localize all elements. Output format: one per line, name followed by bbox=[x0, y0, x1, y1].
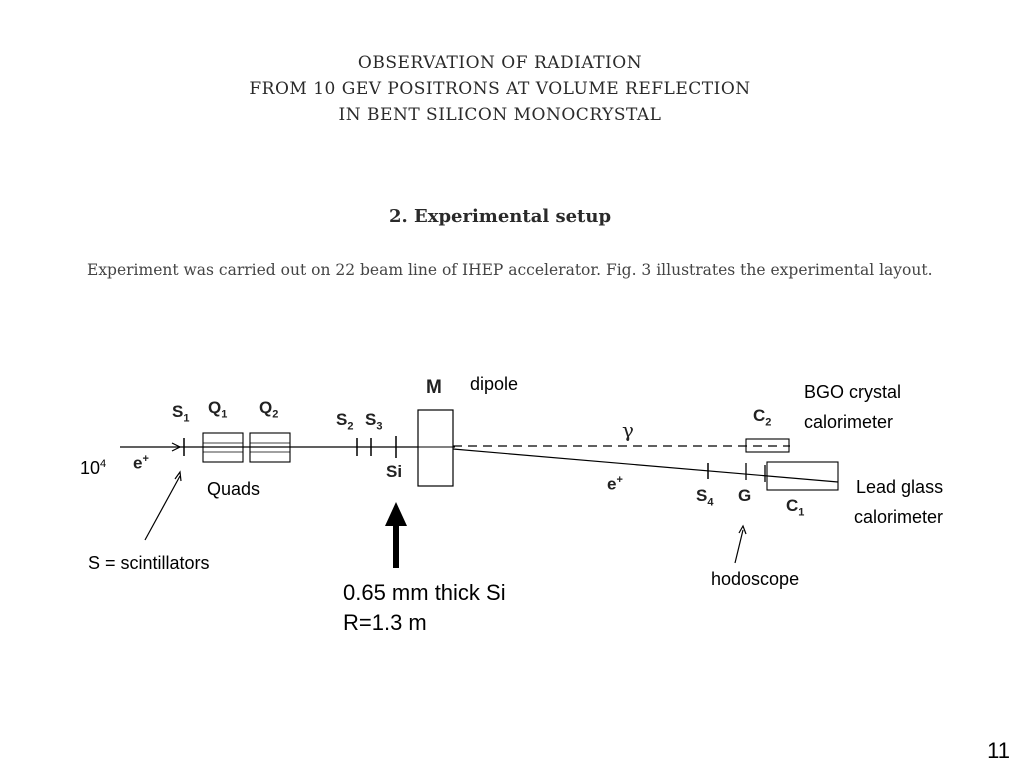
symbol-s1: S1 bbox=[172, 402, 190, 425]
section-heading: 2. Experimental setup bbox=[388, 206, 612, 227]
page-number: 11 bbox=[987, 738, 1010, 763]
symbol-c1: C1 bbox=[786, 496, 805, 519]
symbol-s3: S3 bbox=[365, 410, 383, 433]
hodoscope-pointer bbox=[734, 529, 744, 564]
slide-title: OBSERVATION OF RADIATION FROM 10 GEV POS… bbox=[0, 50, 1000, 128]
symbol-q2: Q2 bbox=[259, 398, 279, 421]
label-bgo-line-1: BGO crystal bbox=[804, 382, 902, 402]
label-hodoscope: hodoscope bbox=[711, 569, 800, 589]
label-lead-glass-line-2: calorimeter bbox=[854, 507, 944, 527]
symbol-m: M bbox=[426, 377, 442, 398]
symbol-c2: C2 bbox=[753, 406, 772, 429]
scintillator-pointer-head bbox=[174, 470, 182, 482]
symbol-si: Si bbox=[386, 462, 403, 481]
title-line-2: FROM 10 GEV POSITRONS AT VOLUME REFLECTI… bbox=[249, 79, 751, 99]
title-line-1: OBSERVATION OF RADIATION bbox=[357, 53, 643, 73]
title-line-3: IN BENT SILICON MONOCRYSTAL bbox=[338, 105, 662, 125]
quad-q2 bbox=[249, 432, 291, 463]
deflected-positron-line bbox=[452, 448, 839, 483]
scintillator-pointer bbox=[144, 475, 181, 541]
label-bgo-line-2: calorimeter bbox=[804, 412, 894, 432]
beam-arrowhead bbox=[171, 442, 182, 452]
c2-bgo-calorimeter bbox=[745, 438, 790, 453]
symbol-gamma: γ bbox=[622, 418, 634, 442]
label-si-thickness: 0.65 mm thick Si bbox=[343, 580, 506, 605]
si-arrow-head bbox=[385, 502, 407, 526]
symbol-s4: S4 bbox=[696, 486, 714, 509]
symbol-e-plus-deflected: e+ bbox=[607, 474, 623, 494]
quad-q1 bbox=[202, 432, 244, 463]
label-lead-glass-line-1: Lead glass bbox=[856, 477, 944, 497]
label-dipole: dipole bbox=[470, 374, 519, 394]
symbol-e-plus-incoming: e+ bbox=[133, 453, 149, 473]
symbol-g: G bbox=[738, 486, 752, 505]
label-scintillators: S = scintillators bbox=[88, 553, 210, 573]
section-paragraph: Experiment was carried out on 22 beam li… bbox=[87, 261, 933, 279]
dipole-magnet bbox=[417, 409, 454, 487]
label-flux: 104 bbox=[80, 458, 107, 478]
symbol-s2: S2 bbox=[336, 410, 354, 433]
symbol-q1: Q1 bbox=[208, 398, 228, 421]
label-quads: Quads bbox=[207, 479, 261, 499]
label-si-radius: R=1.3 m bbox=[343, 610, 427, 635]
c1-lead-glass-calorimeter bbox=[766, 461, 839, 491]
hodoscope-pointer-head bbox=[738, 524, 747, 535]
